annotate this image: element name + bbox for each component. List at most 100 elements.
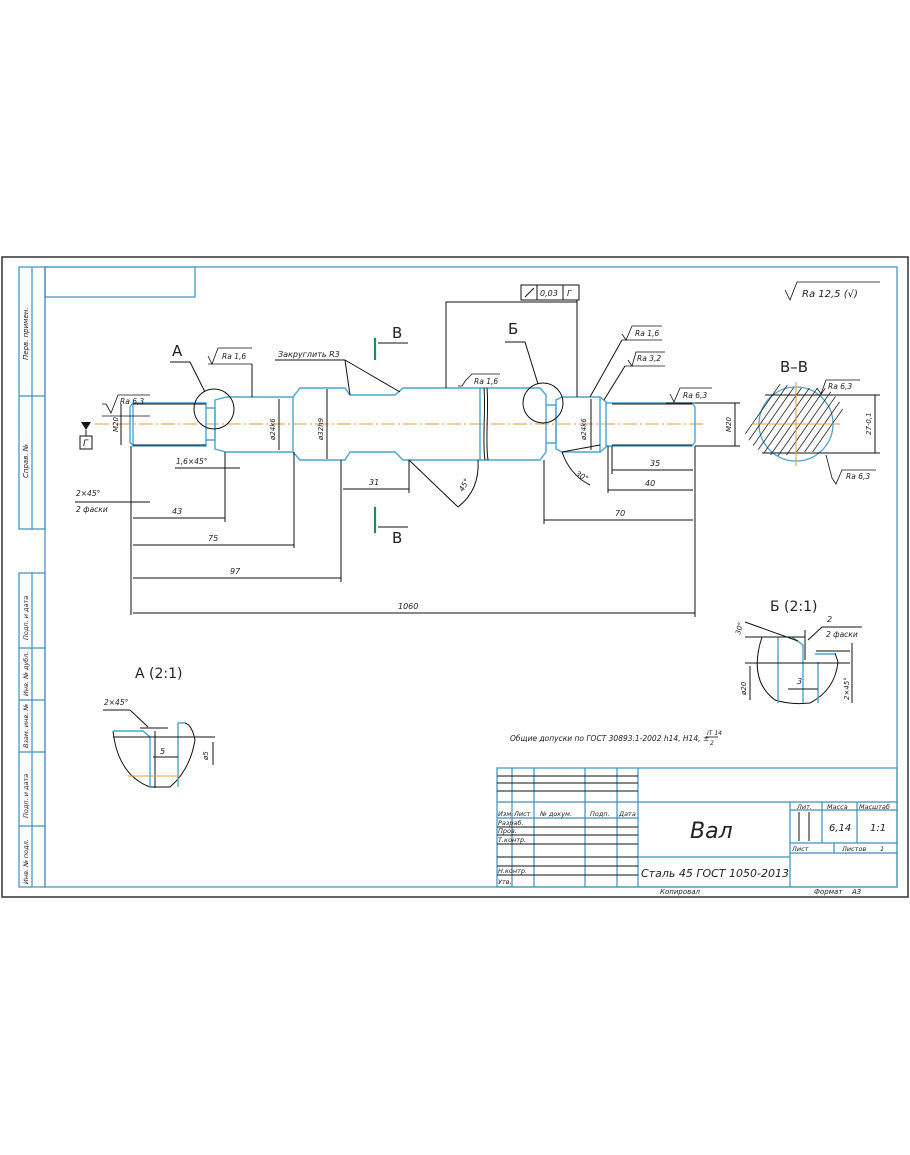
tb-sheets: 1 <box>880 845 884 853</box>
svg-text:27-0,1: 27-0,1 <box>865 412 873 435</box>
dim-lengths-right: 30° 35 40 70 <box>543 444 693 524</box>
tb-mass: 6,14 <box>829 823 851 834</box>
svg-text:ø32h9: ø32h9 <box>317 417 325 441</box>
svg-text:30°: 30° <box>734 621 745 635</box>
tb-role-prov: Пров. <box>498 827 517 835</box>
sheet-border <box>1 256 909 898</box>
tb-lit-label: Лит. <box>796 803 812 811</box>
svg-text:30°: 30° <box>574 469 590 484</box>
tb-role-utv: Утв. <box>498 878 512 886</box>
material: Сталь 45 ГОСТ 1050-2013 <box>641 867 789 880</box>
stamp-inv-podl: Инв. № подл. <box>22 839 30 884</box>
side-stamp-top: Перв. примен. Справ. № <box>18 266 46 530</box>
stamp-podp-data-1: Подп. и дата <box>22 596 30 640</box>
stamp-inv-dubl: Инв. № дубл. <box>22 652 30 696</box>
tb-header-list: Лист <box>513 810 531 818</box>
svg-text:Ra 3,2: Ra 3,2 <box>637 354 661 363</box>
section-mark-bottom: В <box>373 507 408 547</box>
detail-a-circle <box>193 388 235 430</box>
svg-text:40: 40 <box>645 479 655 488</box>
runout-datum: Г <box>567 289 572 298</box>
shaft-main-view <box>95 382 705 461</box>
svg-text:ø5: ø5 <box>202 751 210 761</box>
svg-text:Ra 1,6: Ra 1,6 <box>222 352 246 361</box>
view-a-label: А <box>172 342 183 360</box>
section-mark-top: В <box>373 324 408 360</box>
svg-text:IT 14: IT 14 <box>707 730 722 737</box>
svg-text:M20: M20 <box>112 417 120 432</box>
section-v-v: В–В 27-0,1 Ra 6,3 Ra 6,3 <box>742 358 880 485</box>
tb-header-izm: Изм. <box>498 810 513 818</box>
copied-label: Копировал <box>660 888 701 896</box>
general-roughness-text: Ra 12,5 (√) <box>802 289 858 300</box>
view-b-label: Б <box>508 320 518 338</box>
tb-role-nkontr: Н.контр. <box>498 867 527 875</box>
svg-text:35: 35 <box>650 459 660 468</box>
svg-text:Ra 6,3: Ra 6,3 <box>828 382 852 391</box>
tb-role-razrab: Разраб. <box>498 819 524 827</box>
stamp-vzam-inv: Взам. инв. № <box>22 704 30 748</box>
tb-header-data: Дата <box>618 810 636 818</box>
detail-b-circle <box>522 382 564 424</box>
svg-text:3: 3 <box>797 677 802 686</box>
svg-text:43: 43 <box>172 507 182 516</box>
tb-sheet-label: Лист <box>791 845 809 853</box>
tb-scale: 1:1 <box>870 823 886 834</box>
section-mark-top-label: В <box>392 324 402 342</box>
detail-b: Б (2:1) 30° 2 2 фаски ø20 3 2×45° <box>734 599 862 705</box>
dim-lengths-left: 2×45° 2 фаски 1,6×45° 43 75 97 1060 <box>75 446 696 617</box>
svg-text:Ra 6,3: Ra 6,3 <box>846 472 870 481</box>
svg-text:2: 2 <box>710 740 714 747</box>
general-tolerances: Общие допуски по ГОСТ 30893.1-2002 h14, … <box>510 730 722 747</box>
svg-text:2×45°: 2×45° <box>104 698 129 707</box>
detail-a-title: А (2:1) <box>135 666 182 682</box>
svg-text:ø20: ø20 <box>740 681 748 696</box>
stamp-sprav-no: Справ. № <box>22 444 30 478</box>
runout-value: 0,03 <box>540 289 558 298</box>
title-block: Изм. Лист № докум. Подп. Дата Разраб. Пр… <box>496 767 898 888</box>
svg-text:1060: 1060 <box>398 602 418 611</box>
svg-text:2×45°: 2×45° <box>76 489 101 498</box>
svg-text:Ra 1,6: Ra 1,6 <box>635 329 659 338</box>
general-tolerances-text: Общие допуски по ГОСТ 30893.1-2002 h14, … <box>510 734 709 743</box>
svg-text:2 фаски: 2 фаски <box>76 505 108 514</box>
detail-a: А (2:1) 2×45° 5 ø5 <box>103 666 215 788</box>
roughness-right-journal: Ra 1,6 <box>589 325 662 398</box>
roughness-right-thread: Ra 6,3 <box>666 387 712 404</box>
tb-role-tkontr: Т.контр. <box>498 836 526 844</box>
svg-text:2: 2 <box>827 615 832 624</box>
roughness-left-journal: Ra 1,6 <box>207 347 253 397</box>
svg-text:31: 31 <box>369 478 379 487</box>
datum-g: Г <box>79 422 93 450</box>
tb-scale-label: Масштаб <box>859 803 890 811</box>
svg-text:2×45°: 2×45° <box>843 677 851 700</box>
round-note-text: Закруглить R3 <box>278 350 340 359</box>
svg-text:Ra 6,3: Ra 6,3 <box>120 397 144 406</box>
drawing-frame <box>44 266 898 888</box>
round-note: Закруглить R3 <box>275 350 401 396</box>
svg-text:5: 5 <box>160 747 165 756</box>
roughness-left-thread: Ra 6,3 <box>102 394 150 417</box>
svg-text:Ra 1,6: Ra 1,6 <box>474 377 498 386</box>
tb-header-doc: № докум. <box>539 810 572 818</box>
stamp-podp-data-2: Подп. и дата <box>22 774 30 818</box>
tb-mass-label: Масса <box>827 803 848 811</box>
dim-diameters: M20 ø24k6 ø32h9 ø24k6 M20 <box>112 389 740 459</box>
detail-b-title: Б (2:1) <box>770 599 818 615</box>
part-name: Вал <box>690 819 733 844</box>
section-mark-bottom-label: В <box>392 529 402 547</box>
dim-lengths-middle: 31 45° <box>343 459 479 508</box>
svg-text:45°: 45° <box>457 477 472 493</box>
view-a-callout: А <box>170 342 206 393</box>
svg-text:M20: M20 <box>725 417 733 432</box>
tb-header-podp: Подп. <box>590 810 610 818</box>
stamp-perv-primen: Перв. примен. <box>22 307 30 360</box>
svg-text:75: 75 <box>208 534 218 543</box>
roughness-middle: Ra 1,6 <box>458 373 500 387</box>
svg-text:Ra 6,3: Ra 6,3 <box>683 391 707 400</box>
datum-label: Г <box>83 439 89 449</box>
view-b-callout: Б <box>505 320 539 385</box>
svg-text:ø24k6: ø24k6 <box>269 418 277 441</box>
svg-text:ø24k6: ø24k6 <box>580 418 588 441</box>
svg-text:2 фаски: 2 фаски <box>826 630 858 639</box>
